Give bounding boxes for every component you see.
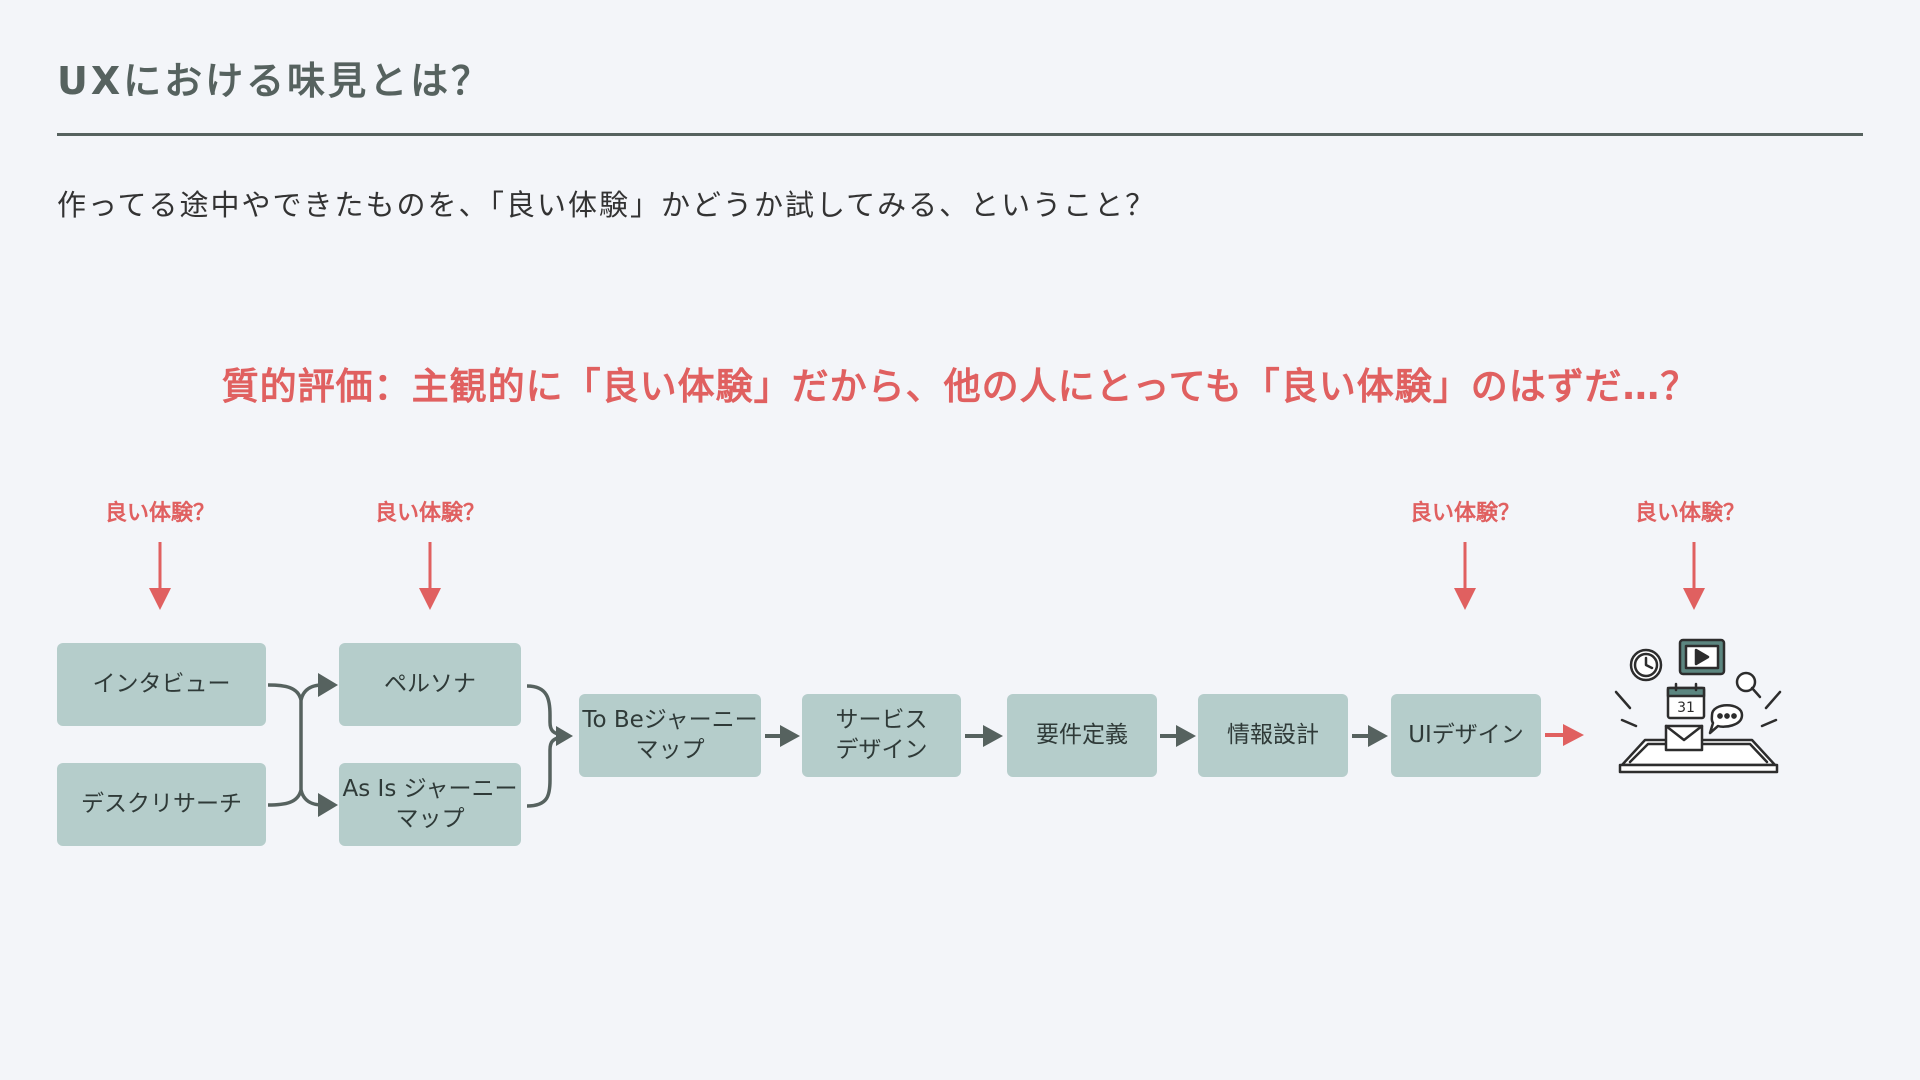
page-title: UXにおける味見とは？ [57, 59, 493, 103]
page-subtitle: 作ってる途中やできたものを、「良い体験」かどうか試してみる、ということ？ [57, 188, 1157, 222]
calendar-day: 31 [1677, 700, 1695, 716]
headline: 質的評価：主観的に「良い体験」だから、他の人にとっても「良い体験」のはずだ…？ [221, 365, 1699, 408]
merge-connector [267, 683, 323, 807]
question-label-interview: 良い体験？ [104, 501, 215, 526]
title-divider [57, 133, 1863, 136]
curly-brace-connector [526, 684, 567, 808]
node-interview: インタビュー [57, 643, 266, 726]
node-to-be-journey: To Beジャーニー マップ [579, 694, 761, 777]
node-as-is-journey: As Is ジャーニー マップ [339, 763, 521, 846]
device-with-apps-icon: 31 [1614, 638, 1782, 774]
node-service-design: サービス デザイン [802, 694, 961, 777]
red-down-arrows [149, 542, 1705, 610]
red-final-arrow [1545, 724, 1584, 746]
node-desk-research: デスクリサーチ [57, 763, 266, 846]
question-label-ui-design: 良い体験？ [1409, 501, 1520, 526]
flow-arrows [765, 725, 1388, 747]
node-information-architecture: 情報設計 [1198, 694, 1348, 777]
node-ui-design: UIデザイン [1391, 694, 1541, 777]
question-label-persona: 良い体験？ [374, 501, 485, 526]
question-label-product: 良い体験？ [1634, 501, 1745, 526]
node-requirements: 要件定義 [1007, 694, 1157, 777]
node-persona: ペルソナ [339, 643, 521, 726]
